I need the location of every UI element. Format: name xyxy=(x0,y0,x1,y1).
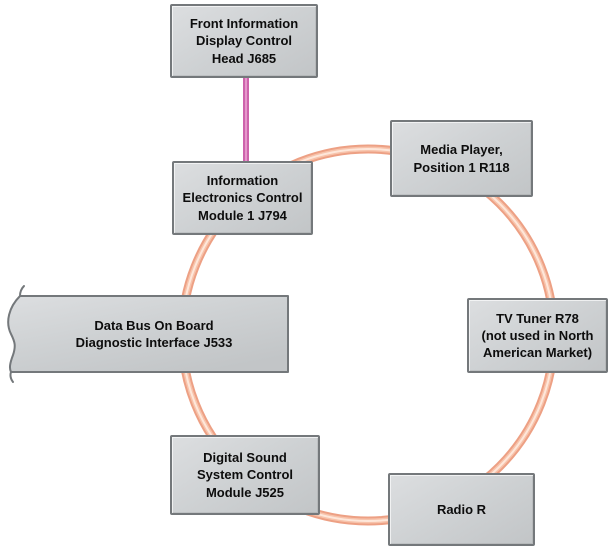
node-label: Data Bus On Board Diagnostic Interface J… xyxy=(75,317,233,350)
node-label: Media Player, Position 1 R118 xyxy=(413,142,510,175)
node-digital-sound-system-control-module: Digital Sound System Control Module J525 xyxy=(170,435,320,515)
node-front-display-control-head: Front Information Display Control Head J… xyxy=(170,4,318,78)
node-radio: Radio R xyxy=(388,473,535,546)
node-label: Front Information Display Control Head J… xyxy=(189,16,299,66)
node-media-player: Media Player, Position 1 R118 xyxy=(390,120,533,197)
node-label: Information Electronics Control Module 1… xyxy=(182,173,303,223)
data-bus-box-shape xyxy=(7,285,289,383)
node-information-electronics-control-module: Information Electronics Control Module 1… xyxy=(172,161,313,235)
node-label: TV Tuner R78 (not used in North American… xyxy=(481,310,594,361)
node-data-bus-diagnostic-interface: Data Bus On Board Diagnostic Interface J… xyxy=(22,296,286,372)
node-label: Digital Sound System Control Module J525 xyxy=(196,450,294,500)
node-tv-tuner: TV Tuner R78 (not used in North American… xyxy=(467,298,608,373)
node-label: Radio R xyxy=(436,501,487,517)
